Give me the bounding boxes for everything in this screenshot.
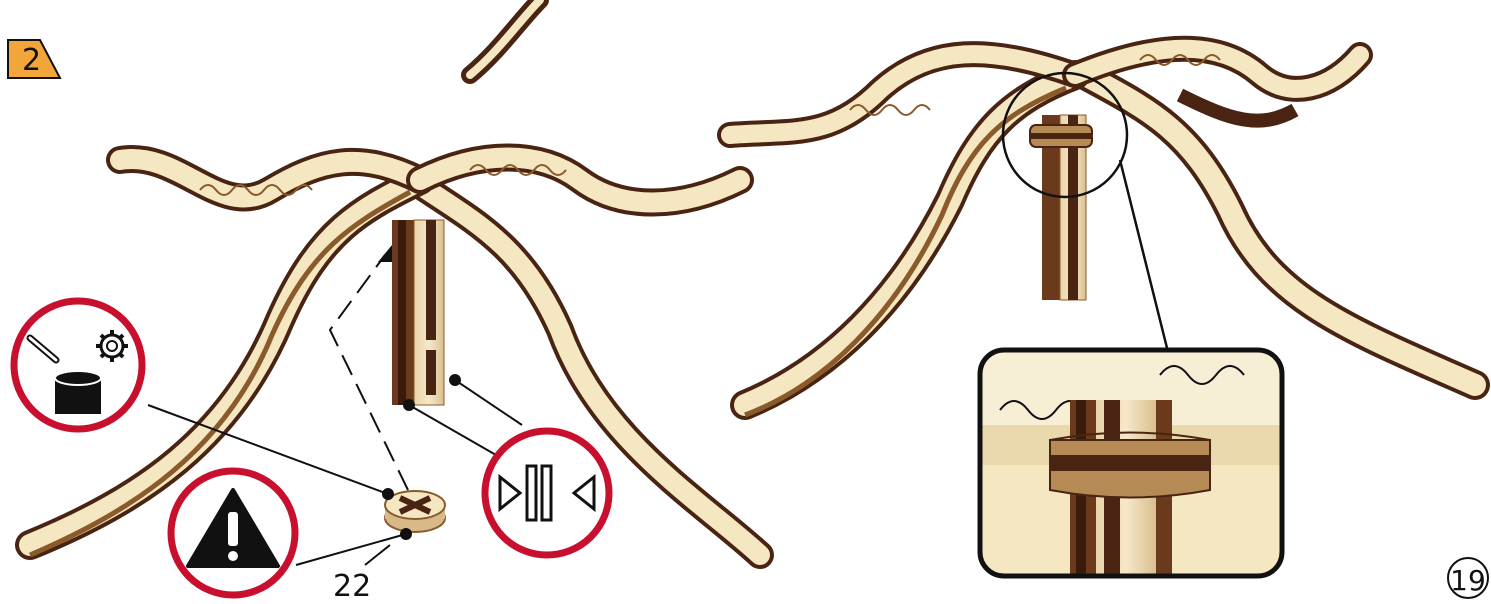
glue-icon [14,301,142,429]
left-frame-assembly [30,0,760,555]
page-number: 19 [1448,558,1488,598]
part-number: 22 [333,569,371,604]
step-number: 2 [22,43,41,78]
warning-icon [171,471,295,595]
press-together-icon [485,431,609,555]
zoom-detail-panel [980,350,1282,580]
page-number-text: 19 [1450,564,1486,597]
part-22-ring [385,491,445,532]
step-badge: 2 [8,40,60,78]
